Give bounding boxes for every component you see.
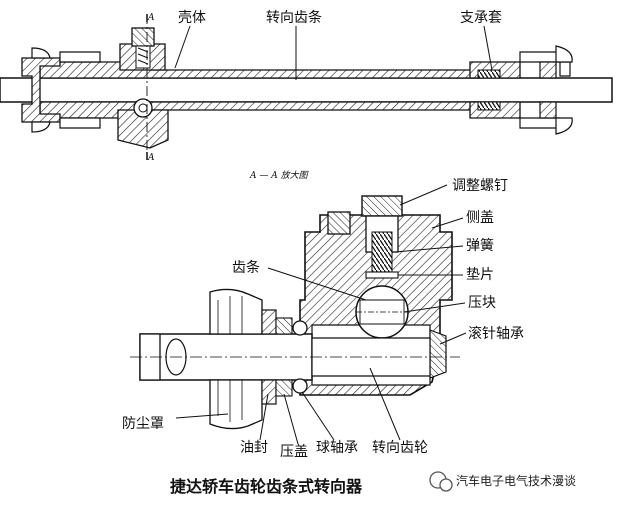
dust-cover-lower	[209, 379, 263, 430]
label-pinion: 转向齿轮	[372, 440, 428, 456]
detail-title: A — A 放大图	[249, 170, 310, 181]
label-housing: 壳体	[178, 9, 206, 26]
left-mount	[59, 51, 101, 129]
shim	[365, 271, 399, 279]
adjust-screw-head	[361, 195, 403, 217]
detail-view: A — A 放大图	[122, 170, 524, 460]
section-mark-top: A	[147, 13, 155, 23]
label-pressure-block: 压块	[468, 295, 496, 311]
right-flange-bottom	[519, 117, 561, 129]
spring-coil	[371, 231, 393, 273]
watermark-text: 汽车电子电气技术漫谈	[456, 473, 576, 488]
label-rack-top: 转向齿条	[266, 9, 322, 26]
leader-oil-seal	[259, 393, 269, 441]
gland-top	[275, 317, 293, 335]
leader-dust-cover	[175, 413, 229, 419]
needle-bearing	[429, 329, 447, 379]
right-cap	[539, 61, 557, 119]
housing-upper	[39, 61, 481, 79]
label-side-cover: 侧盖	[466, 210, 494, 226]
leader-rack-detail	[267, 267, 367, 301]
gland-bottom	[275, 379, 293, 397]
pinion-spring-top	[135, 45, 151, 69]
leader-gland	[283, 393, 299, 445]
leader-housing	[174, 25, 191, 69]
oil-seal-top	[261, 309, 277, 335]
label-spring: 弹簧	[466, 238, 494, 254]
leader-spring	[394, 245, 464, 253]
right-boot-top	[555, 45, 573, 63]
ball-bearing-top	[292, 320, 308, 336]
watermark: 汽车电子电气技术漫谈	[429, 471, 576, 492]
left-boot-bottom	[31, 121, 51, 133]
leader-side-cover	[431, 217, 464, 229]
oil-seal-bottom	[261, 379, 277, 405]
label-rack-detail: 齿条	[232, 259, 260, 276]
leader-pressure-block	[403, 302, 466, 313]
leader-needle-bearing	[439, 332, 467, 345]
top-view: A A 壳体 转向齿条 支承套	[0, 9, 613, 163]
label-adjust-screw: 调整螺钉	[452, 178, 508, 194]
leader-support	[483, 25, 493, 71]
label-support-sleeve: 支承套	[460, 10, 502, 26]
label-ball-bearing: 球轴承	[316, 440, 358, 456]
side-cover-left	[327, 211, 351, 235]
pinion-gear-hub	[138, 103, 148, 113]
support-sleeve-bottom	[477, 101, 501, 111]
pressure-block	[359, 299, 405, 325]
label-gland: 压盖	[280, 444, 308, 460]
ball-bearing-bottom	[292, 378, 308, 394]
right-boot-bottom	[555, 117, 573, 135]
section-mark-bottom: A	[147, 153, 155, 163]
support-sleeve-top	[477, 69, 501, 79]
adjust-screw-top	[131, 27, 155, 47]
label-dust-cover: 防尘罩	[122, 416, 164, 432]
leader-pinion	[369, 367, 401, 441]
figure-caption: 捷达轿车齿轮齿条式转向器	[170, 477, 363, 496]
housing-lower	[39, 101, 481, 119]
leader-adjust-screw	[399, 184, 448, 206]
rack-shaft	[0, 77, 613, 103]
pinion-boss	[117, 109, 169, 149]
label-oil-seal: 油封	[240, 440, 268, 456]
leader-ball-bearing	[301, 391, 335, 441]
label-needle-bearing: 滚针轴承	[468, 325, 524, 342]
left-boot-top	[31, 47, 51, 59]
label-shim: 垫片	[466, 267, 494, 283]
